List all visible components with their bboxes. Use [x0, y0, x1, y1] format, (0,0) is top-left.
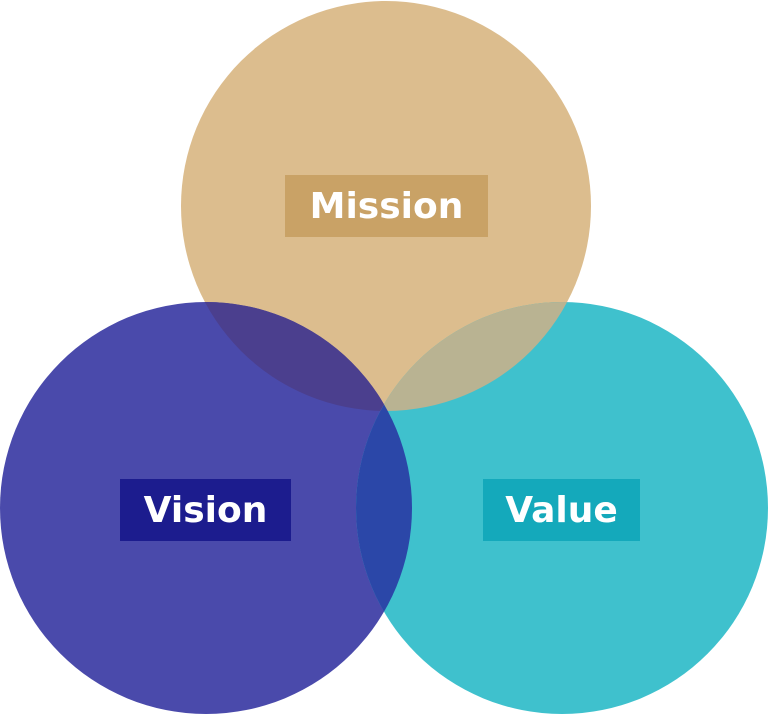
vision-label: Vision — [120, 479, 291, 541]
value-label: Value — [483, 479, 640, 541]
mission-label: Mission — [285, 175, 488, 237]
